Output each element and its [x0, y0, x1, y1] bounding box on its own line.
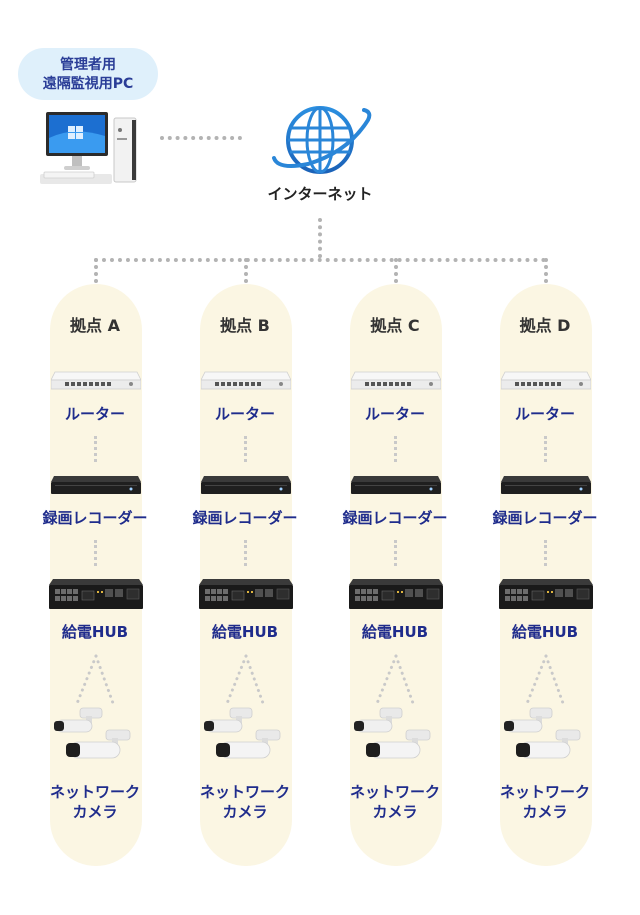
camera-link-lines	[206, 654, 286, 710]
camera-label-line1-b: ネットワーク	[170, 782, 320, 802]
router-icon	[201, 368, 291, 390]
poe-hub-icon	[199, 577, 293, 611]
site-title-d: 拠点 D	[470, 312, 620, 336]
camera-label-line1-a: ネットワーク	[20, 782, 170, 802]
connector-c-2	[394, 540, 397, 566]
recorder-label-b: 録画レコーダー	[170, 508, 320, 528]
camera-label-line2-d: カメラ	[470, 802, 620, 822]
recorder-label-a: 録画レコーダー	[20, 508, 170, 528]
connector-d-2	[544, 540, 547, 566]
recorder-icon	[501, 474, 591, 496]
camera-icon	[352, 706, 432, 766]
recorder-label-c: 録画レコーダー	[320, 508, 470, 528]
camera-link-lines	[506, 654, 586, 710]
camera-icon	[502, 706, 582, 766]
camera-link-lines	[56, 654, 136, 710]
internet-trunk-line	[318, 218, 322, 258]
pc-internet-connector	[160, 136, 242, 140]
admin-pc-bubble: 管理者用 遠隔監視用PC	[18, 48, 158, 100]
camera-label-line1-d: ネットワーク	[470, 782, 620, 802]
site-title-a: 拠点 A	[20, 312, 170, 336]
admin-label-line1: 管理者用	[18, 56, 158, 75]
camera-icon	[52, 706, 132, 766]
connector-c-1	[394, 436, 397, 462]
camera-label-line2-a: カメラ	[20, 802, 170, 822]
poe-hub-icon	[349, 577, 443, 611]
poe-hub-icon	[499, 577, 593, 611]
connector-b-1	[244, 436, 247, 462]
camera-label-line1-c: ネットワーク	[320, 782, 470, 802]
hub-label-c: 給電HUB	[320, 622, 470, 642]
recorder-label-d: 録画レコーダー	[470, 508, 620, 528]
connector-a-2	[94, 540, 97, 566]
hub-label-b: 給電HUB	[170, 622, 320, 642]
hub-label-a: 給電HUB	[20, 622, 170, 642]
router-label-b: ルーター	[170, 404, 320, 424]
connector-d-1	[544, 436, 547, 462]
router-icon	[351, 368, 441, 390]
site-title-b: 拠点 B	[170, 312, 320, 336]
camera-label-line2-b: カメラ	[170, 802, 320, 822]
recorder-icon	[201, 474, 291, 496]
hub-label-d: 給電HUB	[470, 622, 620, 642]
poe-hub-icon	[49, 577, 143, 611]
camera-label-line2-c: カメラ	[320, 802, 470, 822]
admin-label-line2: 遠隔監視用PC	[18, 75, 158, 94]
camera-link-lines	[356, 654, 436, 710]
camera-icon	[202, 706, 282, 766]
recorder-icon	[51, 474, 141, 496]
router-icon	[501, 368, 591, 390]
connector-b-2	[244, 540, 247, 566]
internet-label: インターネット	[240, 183, 400, 204]
recorder-icon	[351, 474, 441, 496]
router-label-d: ルーター	[470, 404, 620, 424]
router-label-a: ルーター	[20, 404, 170, 424]
site-title-c: 拠点 C	[320, 312, 470, 336]
router-label-c: ルーター	[320, 404, 470, 424]
desktop-pc-icon	[38, 108, 142, 188]
connector-a-1	[94, 436, 97, 462]
branch-line	[94, 258, 546, 262]
globe-icon	[268, 100, 372, 180]
router-icon	[51, 368, 141, 390]
